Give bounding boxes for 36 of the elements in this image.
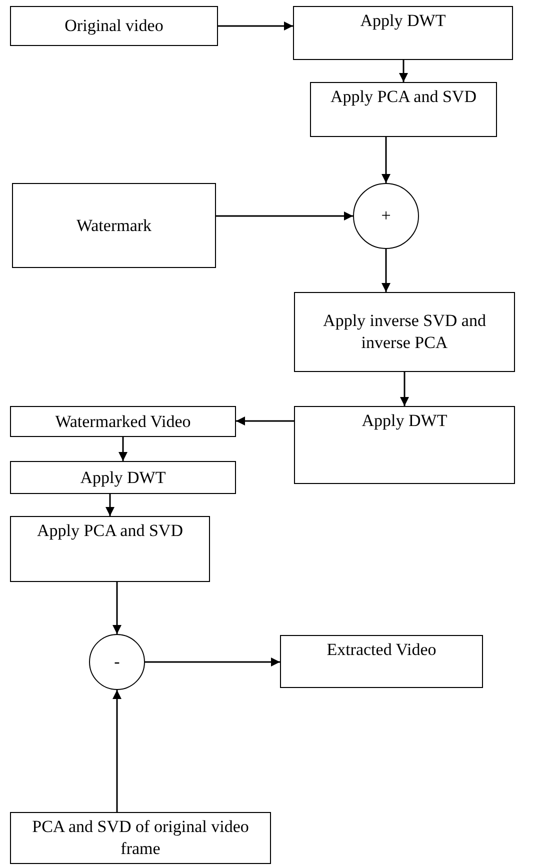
arrow: [382, 137, 390, 183]
step-label: Apply DWT: [359, 10, 447, 32]
arrow: [399, 60, 408, 82]
step-label: Apply PCA and SVD: [36, 520, 184, 542]
arrow: [145, 658, 280, 666]
process-box: [10, 812, 271, 864]
arrow: [218, 22, 293, 30]
arrow: [382, 249, 390, 292]
step-label: Apply inverse SVD and inverse PCA: [322, 310, 487, 354]
arrow: [236, 416, 294, 426]
step-label: Apply DWT: [360, 410, 448, 432]
process-box: [10, 516, 210, 582]
step-label: Watermarked Video: [54, 410, 192, 432]
step-label: Extracted Video: [326, 639, 438, 661]
process-box: [280, 635, 483, 688]
process-box: [294, 406, 515, 484]
operator-symbol: +: [380, 205, 392, 227]
arrow: [112, 582, 122, 634]
step-label: PCA and SVD of original video frame: [31, 816, 250, 860]
step-label: Apply DWT: [79, 466, 167, 489]
process-box: [310, 82, 497, 137]
process-box: [10, 6, 218, 46]
process-box: [294, 292, 515, 372]
process-box: [12, 183, 216, 268]
step-label: Apply PCA and SVD: [330, 86, 478, 108]
step-label: Watermark: [75, 214, 153, 236]
step-label: Original video: [64, 15, 164, 37]
process-box: [293, 6, 513, 60]
operator-symbol: -: [113, 651, 121, 673]
arrow: [216, 212, 353, 220]
arrow: [106, 494, 114, 516]
arrow: [118, 437, 128, 461]
arrow: [112, 690, 122, 812]
process-box: [10, 461, 236, 494]
process-box: [10, 406, 236, 437]
arrow: [400, 372, 409, 406]
